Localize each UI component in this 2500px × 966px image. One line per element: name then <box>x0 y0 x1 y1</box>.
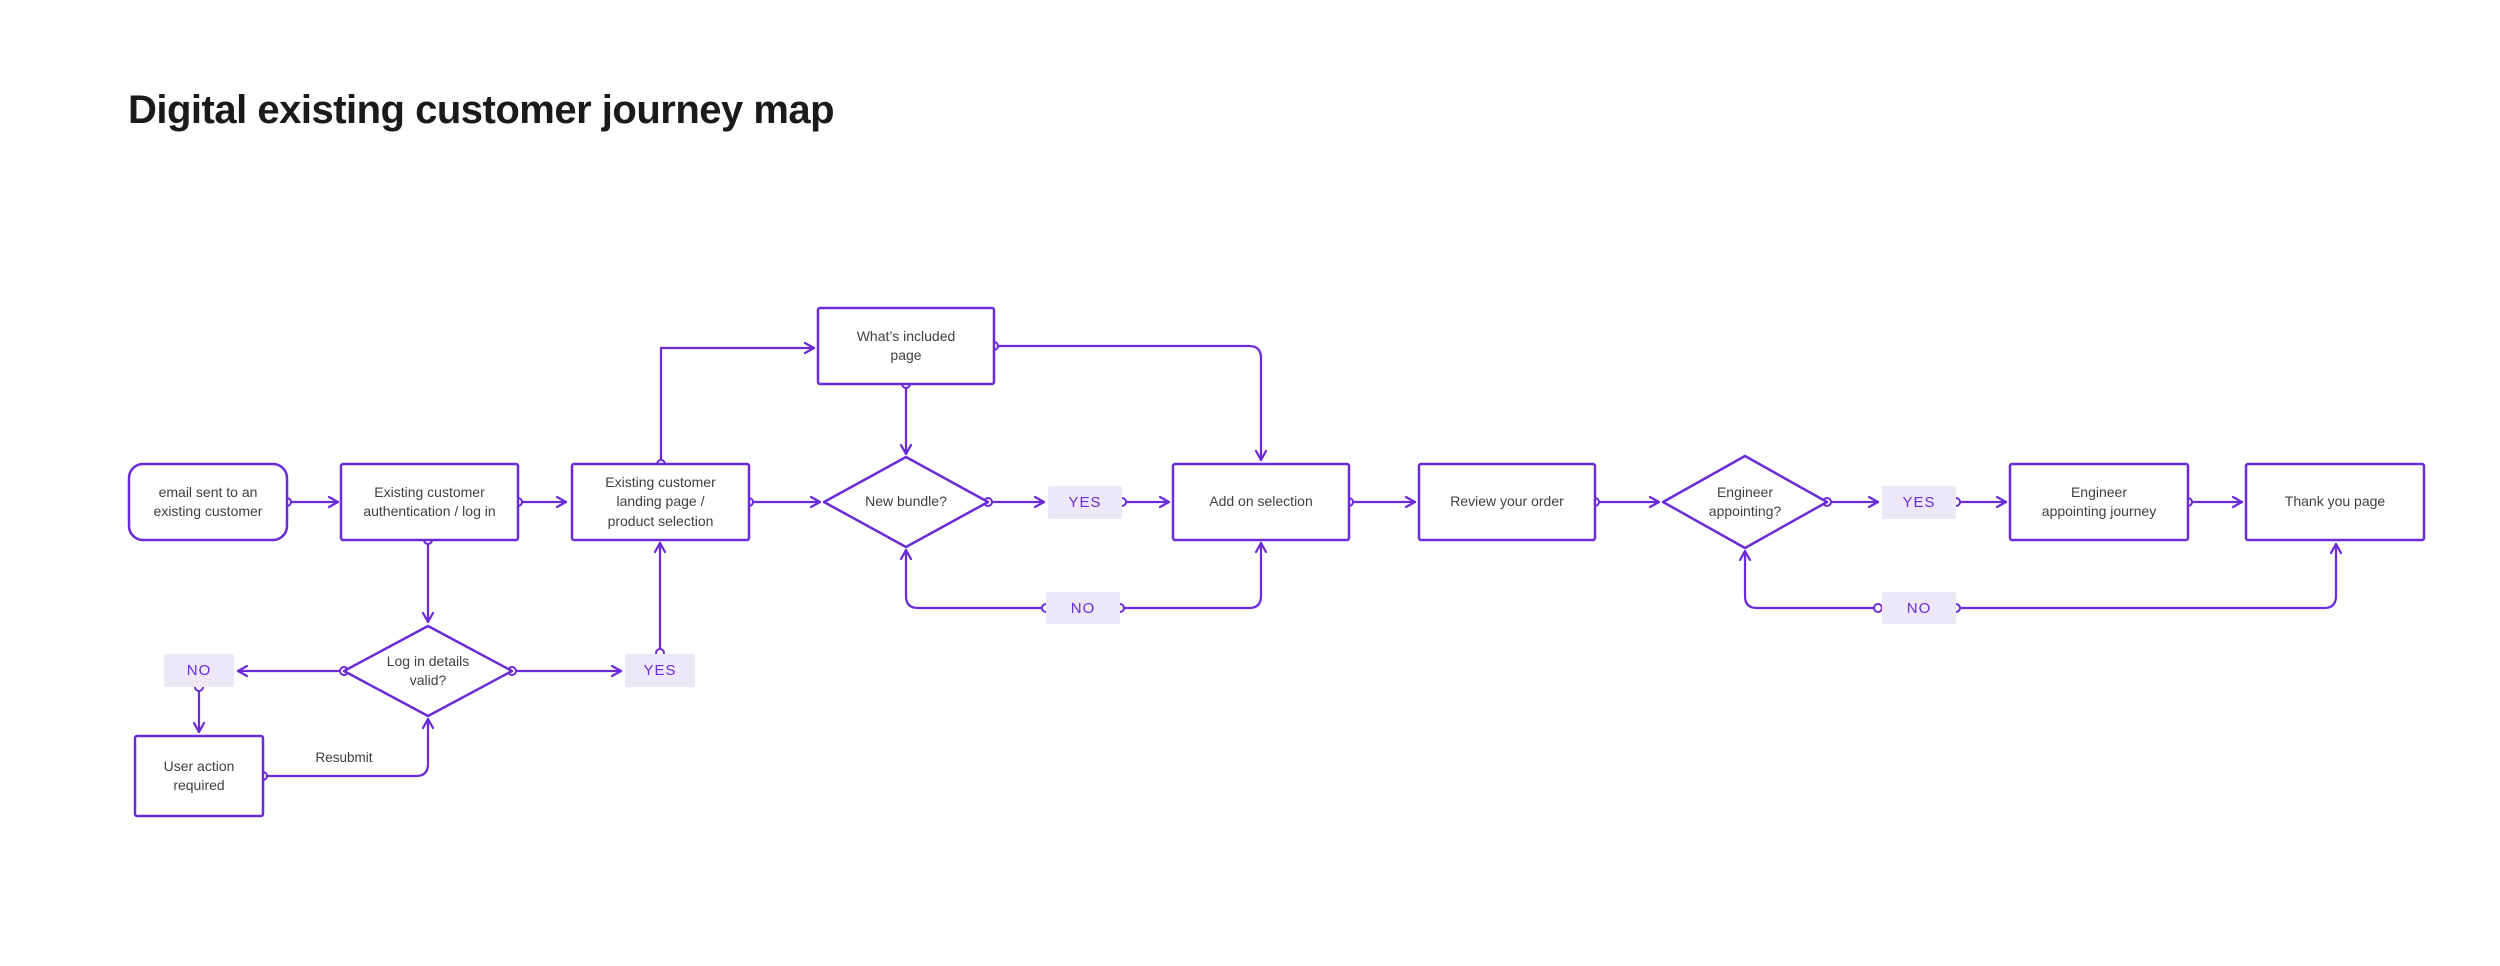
edge-no-to-new-bundle <box>899 548 1051 613</box>
shape-engineer-appointing-diamond <box>1661 454 1829 550</box>
node-engineer-journey: Engineer appointing journey <box>2041 483 2157 519</box>
node-review-order: Review your order <box>1450 493 1564 510</box>
edge-no-to-add-on <box>1115 541 1268 613</box>
node-landing-page: Existing customer landing page / product… <box>605 474 716 529</box>
decision-login-valid: Log in details valid? <box>386 652 470 688</box>
node-shapes <box>127 306 2426 818</box>
node-add-on-selection: Add on selection <box>1209 493 1313 510</box>
badge-bg-new-bundle-no <box>1046 592 1120 624</box>
edge-resubmit-to-login-valid <box>258 717 435 781</box>
page-title: Digital existing customer journey map <box>128 88 835 132</box>
edges <box>192 341 2343 781</box>
shape-email-sent <box>127 462 289 542</box>
badge-yes-engineer: YES <box>1902 494 1936 511</box>
shape-review-order <box>1417 462 1597 542</box>
shape-new-bundle-diamond <box>822 455 990 549</box>
node-email-sent: email sent to an existing customer <box>153 483 263 519</box>
edge-label-resubmit: Resubmit <box>315 750 373 765</box>
shape-engineer-journey <box>2008 462 2190 542</box>
edge-no-to-thank-you <box>1951 542 2343 613</box>
edge-whats-included-to-add-on <box>989 341 1268 462</box>
shape-add-on-selection <box>1171 462 1351 542</box>
shape-user-action <box>133 734 265 818</box>
shape-auth <box>339 462 520 542</box>
badge-bg-login-yes <box>625 654 695 687</box>
badge-bg-engineer-yes <box>1882 486 1956 519</box>
badge-shapes <box>164 486 1956 687</box>
badge-bg-engineer-no <box>1882 592 1956 624</box>
edge-no-to-engineer-appointing <box>1738 549 1883 613</box>
badge-no-engineer: NO <box>1906 599 1932 617</box>
node-user-action: User action required <box>163 757 235 793</box>
badge-bg-login-no <box>164 654 234 687</box>
badge-yes-new-bundle: YES <box>1068 494 1102 511</box>
shape-landing-page <box>570 462 751 542</box>
node-auth: Existing customer authentication / log i… <box>363 483 496 519</box>
node-thank-you: Thank you page <box>2284 493 2386 510</box>
badge-yes-login: YES <box>643 662 677 679</box>
badge-bg-new-bundle-yes <box>1048 486 1122 519</box>
shape-login-valid-diamond <box>342 624 514 718</box>
node-whats-included: What’s included page <box>856 327 956 363</box>
decision-engineer-appointing: Engineer appointing? <box>1708 483 1782 519</box>
shape-whats-included <box>816 306 996 386</box>
badge-no-new-bundle: NO <box>1070 599 1096 617</box>
edge-landing-to-whats-included <box>656 341 816 469</box>
shape-thank-you <box>2244 462 2426 542</box>
badge-no-login: NO <box>186 662 212 679</box>
decision-new-bundle: New bundle? <box>865 493 947 510</box>
